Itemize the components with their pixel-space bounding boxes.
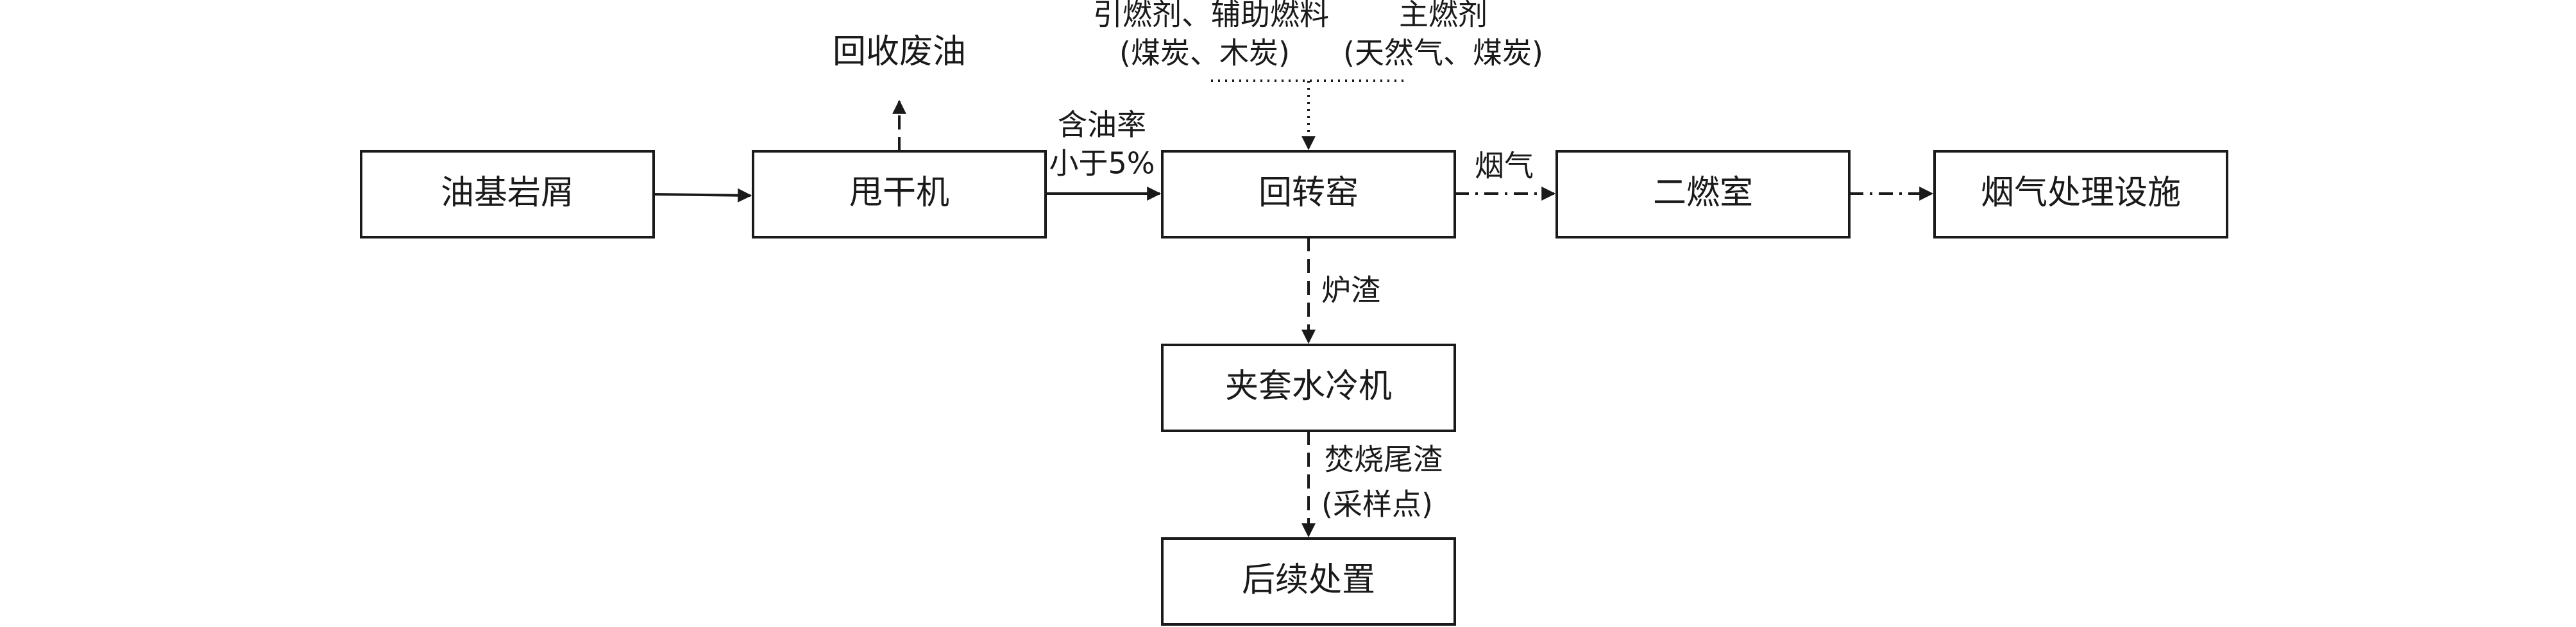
node-dryer: 甩干机 [752, 150, 1047, 238]
furnace-slag-label: 炉渣 [1321, 273, 1380, 308]
node-dryer-label: 甩干机 [849, 174, 949, 212]
node-flue-gas-treatment: 烟气处理设施 [1933, 150, 2228, 238]
node-secondary-chamber: 二燃室 [1555, 150, 1851, 238]
flue-gas-label: 烟气 [1475, 149, 1534, 183]
node-oil-cuttings: 油基岩屑 [360, 150, 655, 238]
ignition-fuel-label-line2: (煤炭、木炭) [1119, 36, 1290, 71]
node-follow-up-label: 后续处置 [1242, 561, 1375, 599]
incineration-residue-label-line2: (采样点) [1321, 487, 1433, 522]
oil-content-label-line1: 含油率 [1058, 108, 1146, 142]
node-rotary-kiln-label: 回转窑 [1258, 174, 1359, 212]
node-jacket-cooler-label: 夹套水冷机 [1225, 367, 1392, 406]
node-oil-cuttings-label: 油基岩屑 [441, 174, 574, 212]
node-flue-gas-treatment-label: 烟气处理设施 [1981, 174, 2181, 212]
recovered-oil-label: 回收废油 [833, 33, 966, 71]
main-fuel-label-line1: 主燃剂 [1399, 0, 1487, 32]
node-secondary-chamber-label: 二燃室 [1653, 174, 1753, 212]
node-rotary-kiln: 回转窑 [1161, 150, 1456, 238]
node-jacket-cooler: 夹套水冷机 [1161, 344, 1456, 432]
incineration-residue-label-line1: 焚烧尾渣 [1325, 442, 1443, 477]
node-follow-up: 后续处置 [1161, 537, 1456, 626]
main-fuel-label-line2: (天然气、煤炭) [1343, 36, 1543, 71]
ignition-fuel-label-line1: 引燃剂、辅助燃料 [1093, 0, 1329, 32]
oil-content-label-line2: 小于5% [1049, 146, 1155, 181]
arrow-cuttings-to-dryer [653, 188, 752, 203]
